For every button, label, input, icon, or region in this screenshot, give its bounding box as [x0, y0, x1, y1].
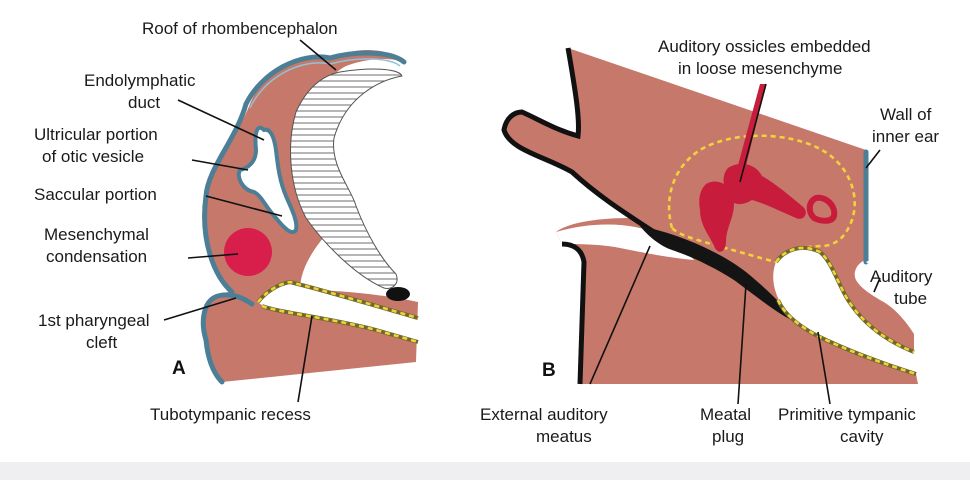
label-utricular-line1: Ultricular portion: [34, 125, 158, 144]
label-wall-line2: inner ear: [872, 127, 939, 146]
otic-vesicle: [236, 125, 299, 235]
label-external-line2: meatus: [536, 427, 592, 446]
panel-label-b: B: [542, 360, 556, 381]
label-utricular-line2: of otic vesicle: [42, 147, 144, 166]
label-tubotympanic-recess: Tubotympanic recess: [150, 405, 311, 424]
lower-epithelium-a: [203, 337, 225, 385]
mesenchymal-condensation: [224, 228, 272, 276]
meatus-opening: [556, 224, 694, 260]
label-pharyngeal-line1: 1st pharyngeal: [38, 311, 150, 330]
ossicle-stapes: [806, 194, 838, 224]
label-mesenchymal-line1: Mesenchymal: [44, 225, 149, 244]
label-auditory-tube-line2: tube: [894, 289, 927, 308]
auditory-tube-edge: [866, 260, 917, 336]
label-roof-rhombencephalon: Roof of rhombencephalon: [142, 19, 338, 38]
ear-development-svg: Roof of rhombencephalon Endolymphatic du…: [34, 19, 939, 446]
primitive-tympanic-cavity: [773, 247, 916, 372]
footer-strip: [0, 462, 970, 480]
middle-ear-outline: [667, 134, 856, 264]
auditory-ossicles: [699, 84, 838, 252]
label-saccular-portion: Saccular portion: [34, 185, 157, 204]
panel-label-a: A: [172, 358, 186, 379]
panel-a-labels: Roof of rhombencephalon Endolymphatic du…: [34, 19, 338, 424]
panel-a-leaders: [163, 39, 337, 403]
ear-development-figure: Roof of rhombencephalon Endolymphatic du…: [0, 0, 970, 462]
lower-contour-b: [561, 241, 587, 385]
label-meatal-line2: plug: [712, 427, 744, 446]
label-endolymphatic-line2: duct: [128, 93, 160, 112]
label-pharyngeal-line2: cleft: [86, 333, 117, 352]
label-meatal-line1: Meatal: [700, 405, 751, 424]
ossicle-malleus: [699, 181, 734, 252]
vessel-dot: [386, 287, 410, 301]
ossicle-incus: [723, 163, 806, 219]
rhombencephalon-lumen: [290, 68, 403, 289]
label-external-line1: External auditory: [480, 405, 608, 424]
upper-contour-b: [501, 47, 656, 235]
meatal-plug: [640, 226, 796, 322]
label-ossicles-line1: Auditory ossicles embedded: [658, 37, 871, 56]
panel-a: [200, 49, 419, 385]
roof-epithelium: [243, 50, 407, 107]
panel-b-labels: Auditory ossicles embedded in loose mese…: [480, 37, 939, 446]
label-endolymphatic-line1: Endolymphatic: [84, 71, 196, 90]
panel-b: [501, 47, 918, 385]
label-tympanic-line2: cavity: [840, 427, 884, 446]
label-mesenchymal-line2: condensation: [46, 247, 147, 266]
label-auditory-tube-line1: Auditory: [870, 267, 933, 286]
cleft-epithelium: [200, 292, 255, 343]
label-ossicles-line2: in loose mesenchyme: [678, 59, 842, 78]
tubotympanic-recess: [258, 282, 418, 340]
label-wall-line1: Wall of: [880, 105, 932, 124]
label-tympanic-line1: Primitive tympanic: [778, 405, 916, 424]
panel-b-leaders: [589, 83, 881, 405]
